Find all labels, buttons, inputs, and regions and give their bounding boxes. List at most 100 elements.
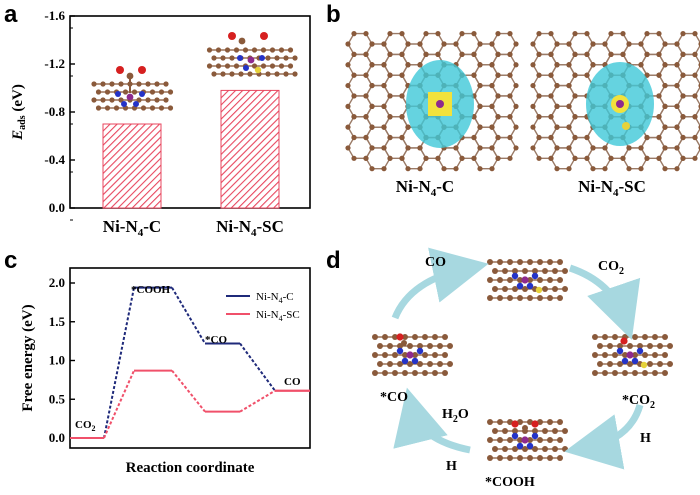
carbon-atom xyxy=(489,41,495,47)
carbon-atom xyxy=(251,63,258,69)
nickel-atom xyxy=(616,100,624,108)
carbon-atom xyxy=(608,155,614,161)
carbon-atom xyxy=(95,105,102,111)
carbon-atom xyxy=(126,72,134,80)
carbon-atom xyxy=(149,105,156,111)
hex-cell xyxy=(676,95,700,118)
nickel-atom xyxy=(126,93,134,101)
carbon-atom xyxy=(527,277,533,283)
carbon-atom xyxy=(399,72,405,78)
carbon-atom xyxy=(495,134,501,141)
carbon-atom xyxy=(387,134,393,141)
carbon-atom xyxy=(399,51,405,57)
carbon-atom xyxy=(592,370,598,376)
carbon-atom xyxy=(363,155,369,161)
carbon-atom xyxy=(345,145,351,151)
carbon-atom xyxy=(572,31,578,37)
carbon-atom xyxy=(405,62,411,68)
cycle-label-h-right: H xyxy=(640,431,651,446)
carbon-atom xyxy=(590,166,596,172)
carbon-atom xyxy=(667,343,673,349)
carbon-atom xyxy=(392,352,398,358)
carbon-atom xyxy=(507,155,513,161)
panel-a-ytick-label: -1.6 xyxy=(44,8,65,23)
carbon-atom xyxy=(507,134,513,141)
carbon-atom xyxy=(547,419,553,425)
carbon-atom xyxy=(554,124,560,130)
carbon-atom xyxy=(657,361,663,367)
carbon-atom xyxy=(154,81,160,87)
carbon-atom xyxy=(363,51,369,57)
carbon-atom xyxy=(512,428,518,434)
panel-c-legend: Ni-N4-C Ni-N4-SC xyxy=(226,291,300,323)
hex-cell xyxy=(676,136,700,160)
carbon-atom xyxy=(548,155,554,161)
carbon-atom xyxy=(642,334,648,340)
carbon-atom xyxy=(477,124,483,130)
carbon-atom xyxy=(680,93,686,99)
carbon-atom xyxy=(487,277,493,283)
nickel-atom xyxy=(406,351,414,359)
carbon-atom xyxy=(620,51,626,57)
carbon-atom xyxy=(495,51,501,57)
carbon-atom xyxy=(397,361,403,367)
carbon-atom xyxy=(572,114,578,120)
carbon-atom xyxy=(233,47,240,53)
carbon-atom xyxy=(522,286,528,292)
carbon-atom xyxy=(489,62,495,68)
carbon-atom xyxy=(100,97,106,103)
hex-cell xyxy=(676,116,700,139)
carbon-atom xyxy=(422,352,428,358)
legend-label-nic: Ni-N4-C xyxy=(256,291,294,305)
carbon-atom xyxy=(381,41,387,47)
sulfur-atom xyxy=(254,66,262,74)
carbon-atom xyxy=(554,62,560,68)
carbon-atom xyxy=(435,51,441,57)
carbon-atom xyxy=(674,82,680,89)
carbon-atom xyxy=(566,41,572,47)
carbon-atom xyxy=(617,343,623,349)
nitrogen-atom xyxy=(616,347,624,355)
panel-c-series xyxy=(70,286,310,439)
carbon-atom xyxy=(369,41,375,47)
carbon-atom xyxy=(492,268,498,274)
carbon-atom xyxy=(566,145,572,151)
carbon-atom xyxy=(363,31,369,37)
nickel-atom xyxy=(521,276,529,284)
carbon-atom xyxy=(537,455,543,461)
panel-d-catalytic-cycle: CO CO2 *CO *CO2 *COOH H2O H H xyxy=(372,247,673,490)
carbon-atom xyxy=(522,446,528,452)
carbon-atom xyxy=(554,41,560,47)
carbon-atom xyxy=(387,155,393,161)
carbon-atom xyxy=(167,105,174,111)
carbon-atom xyxy=(662,124,668,130)
arrow-top-left xyxy=(391,247,489,320)
carbon-atom xyxy=(278,63,285,69)
carbon-atom xyxy=(136,97,142,103)
carbon-atom xyxy=(211,55,217,61)
carbon-atom xyxy=(656,51,662,57)
carbon-atom xyxy=(602,145,608,151)
carbon-atom xyxy=(554,103,560,109)
carbon-atom xyxy=(507,114,513,120)
carbon-atom xyxy=(140,105,147,111)
carbon-atom xyxy=(692,72,698,78)
carbon-atom xyxy=(387,31,393,37)
carbon-atom xyxy=(557,455,563,461)
carbon-atom xyxy=(562,268,568,274)
nitrogen-atom xyxy=(516,282,524,290)
annotation-co-ads: *CO xyxy=(205,334,227,346)
carbon-atom xyxy=(351,93,357,99)
carbon-atom xyxy=(417,145,423,151)
carbon-atom xyxy=(265,71,271,77)
carbon-atom xyxy=(387,343,393,349)
carbon-atom xyxy=(536,114,542,120)
carbon-atom xyxy=(269,63,276,69)
panel-a-ytick-label: -0.8 xyxy=(44,104,65,119)
nitrogen-atom xyxy=(526,442,534,450)
carbon-atom xyxy=(590,62,596,68)
carbon-atom xyxy=(652,352,658,358)
carbon-atom xyxy=(489,103,495,109)
carbon-atom xyxy=(495,114,501,120)
